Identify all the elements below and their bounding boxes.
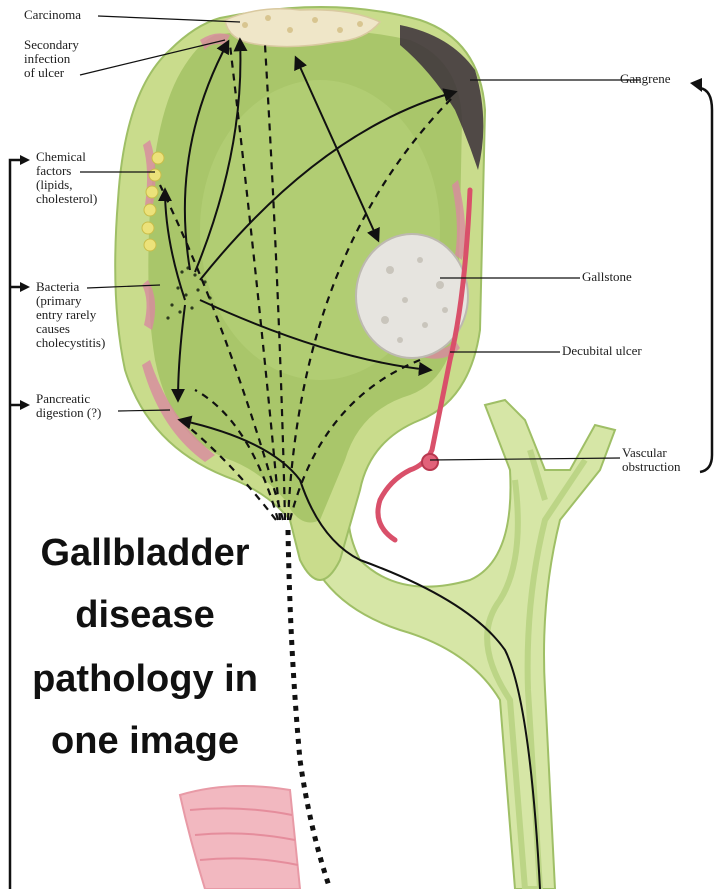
- caption-line-3: pathology in: [32, 658, 258, 700]
- label-carcinoma: Carcinoma: [24, 7, 82, 22]
- label-chemical-factors: Chemical factors (lipids, cholesterol): [36, 149, 98, 206]
- lipid-droplets: [141, 151, 165, 252]
- label-decubital-ulcer: Decubital ulcer: [562, 343, 642, 358]
- gangrene-region: [400, 25, 484, 170]
- artery-occlusion: [421, 453, 439, 471]
- cystic-artery: [375, 187, 473, 543]
- right-bracket-arrowhead: [690, 78, 702, 92]
- caption-line-2: disease: [75, 594, 215, 636]
- carcinoma-mass: [224, 8, 382, 48]
- left-bracket-arrowheads: [20, 155, 30, 410]
- gallstone-texture: [381, 257, 448, 343]
- duodenum-folds: [189, 807, 299, 866]
- carcinoma-texture: [242, 15, 363, 33]
- right-bracket: [699, 86, 714, 474]
- label-bacteria: Bacteria (primary entry rarely causes ch…: [36, 279, 106, 350]
- label-gangrene: Gangrene: [620, 71, 671, 86]
- label-vascular-obstruction: Vascular obstruction: [622, 445, 681, 474]
- leader-lines: [79, 15, 640, 461]
- gallstone-shape: [355, 233, 469, 359]
- caption-line-4: one image: [51, 720, 239, 762]
- label-secondary-infection: Secondary infection of ulcer: [24, 37, 79, 80]
- left-bracket: [8, 158, 22, 889]
- bile-duct-wall: [298, 398, 617, 890]
- caption-line-1: Gallbladder: [40, 532, 250, 574]
- solid-pathways: [158, 37, 541, 890]
- label-pancreatic-digestion: Pancreatic digestion (?): [36, 391, 102, 420]
- label-gallstone: Gallstone: [582, 269, 632, 284]
